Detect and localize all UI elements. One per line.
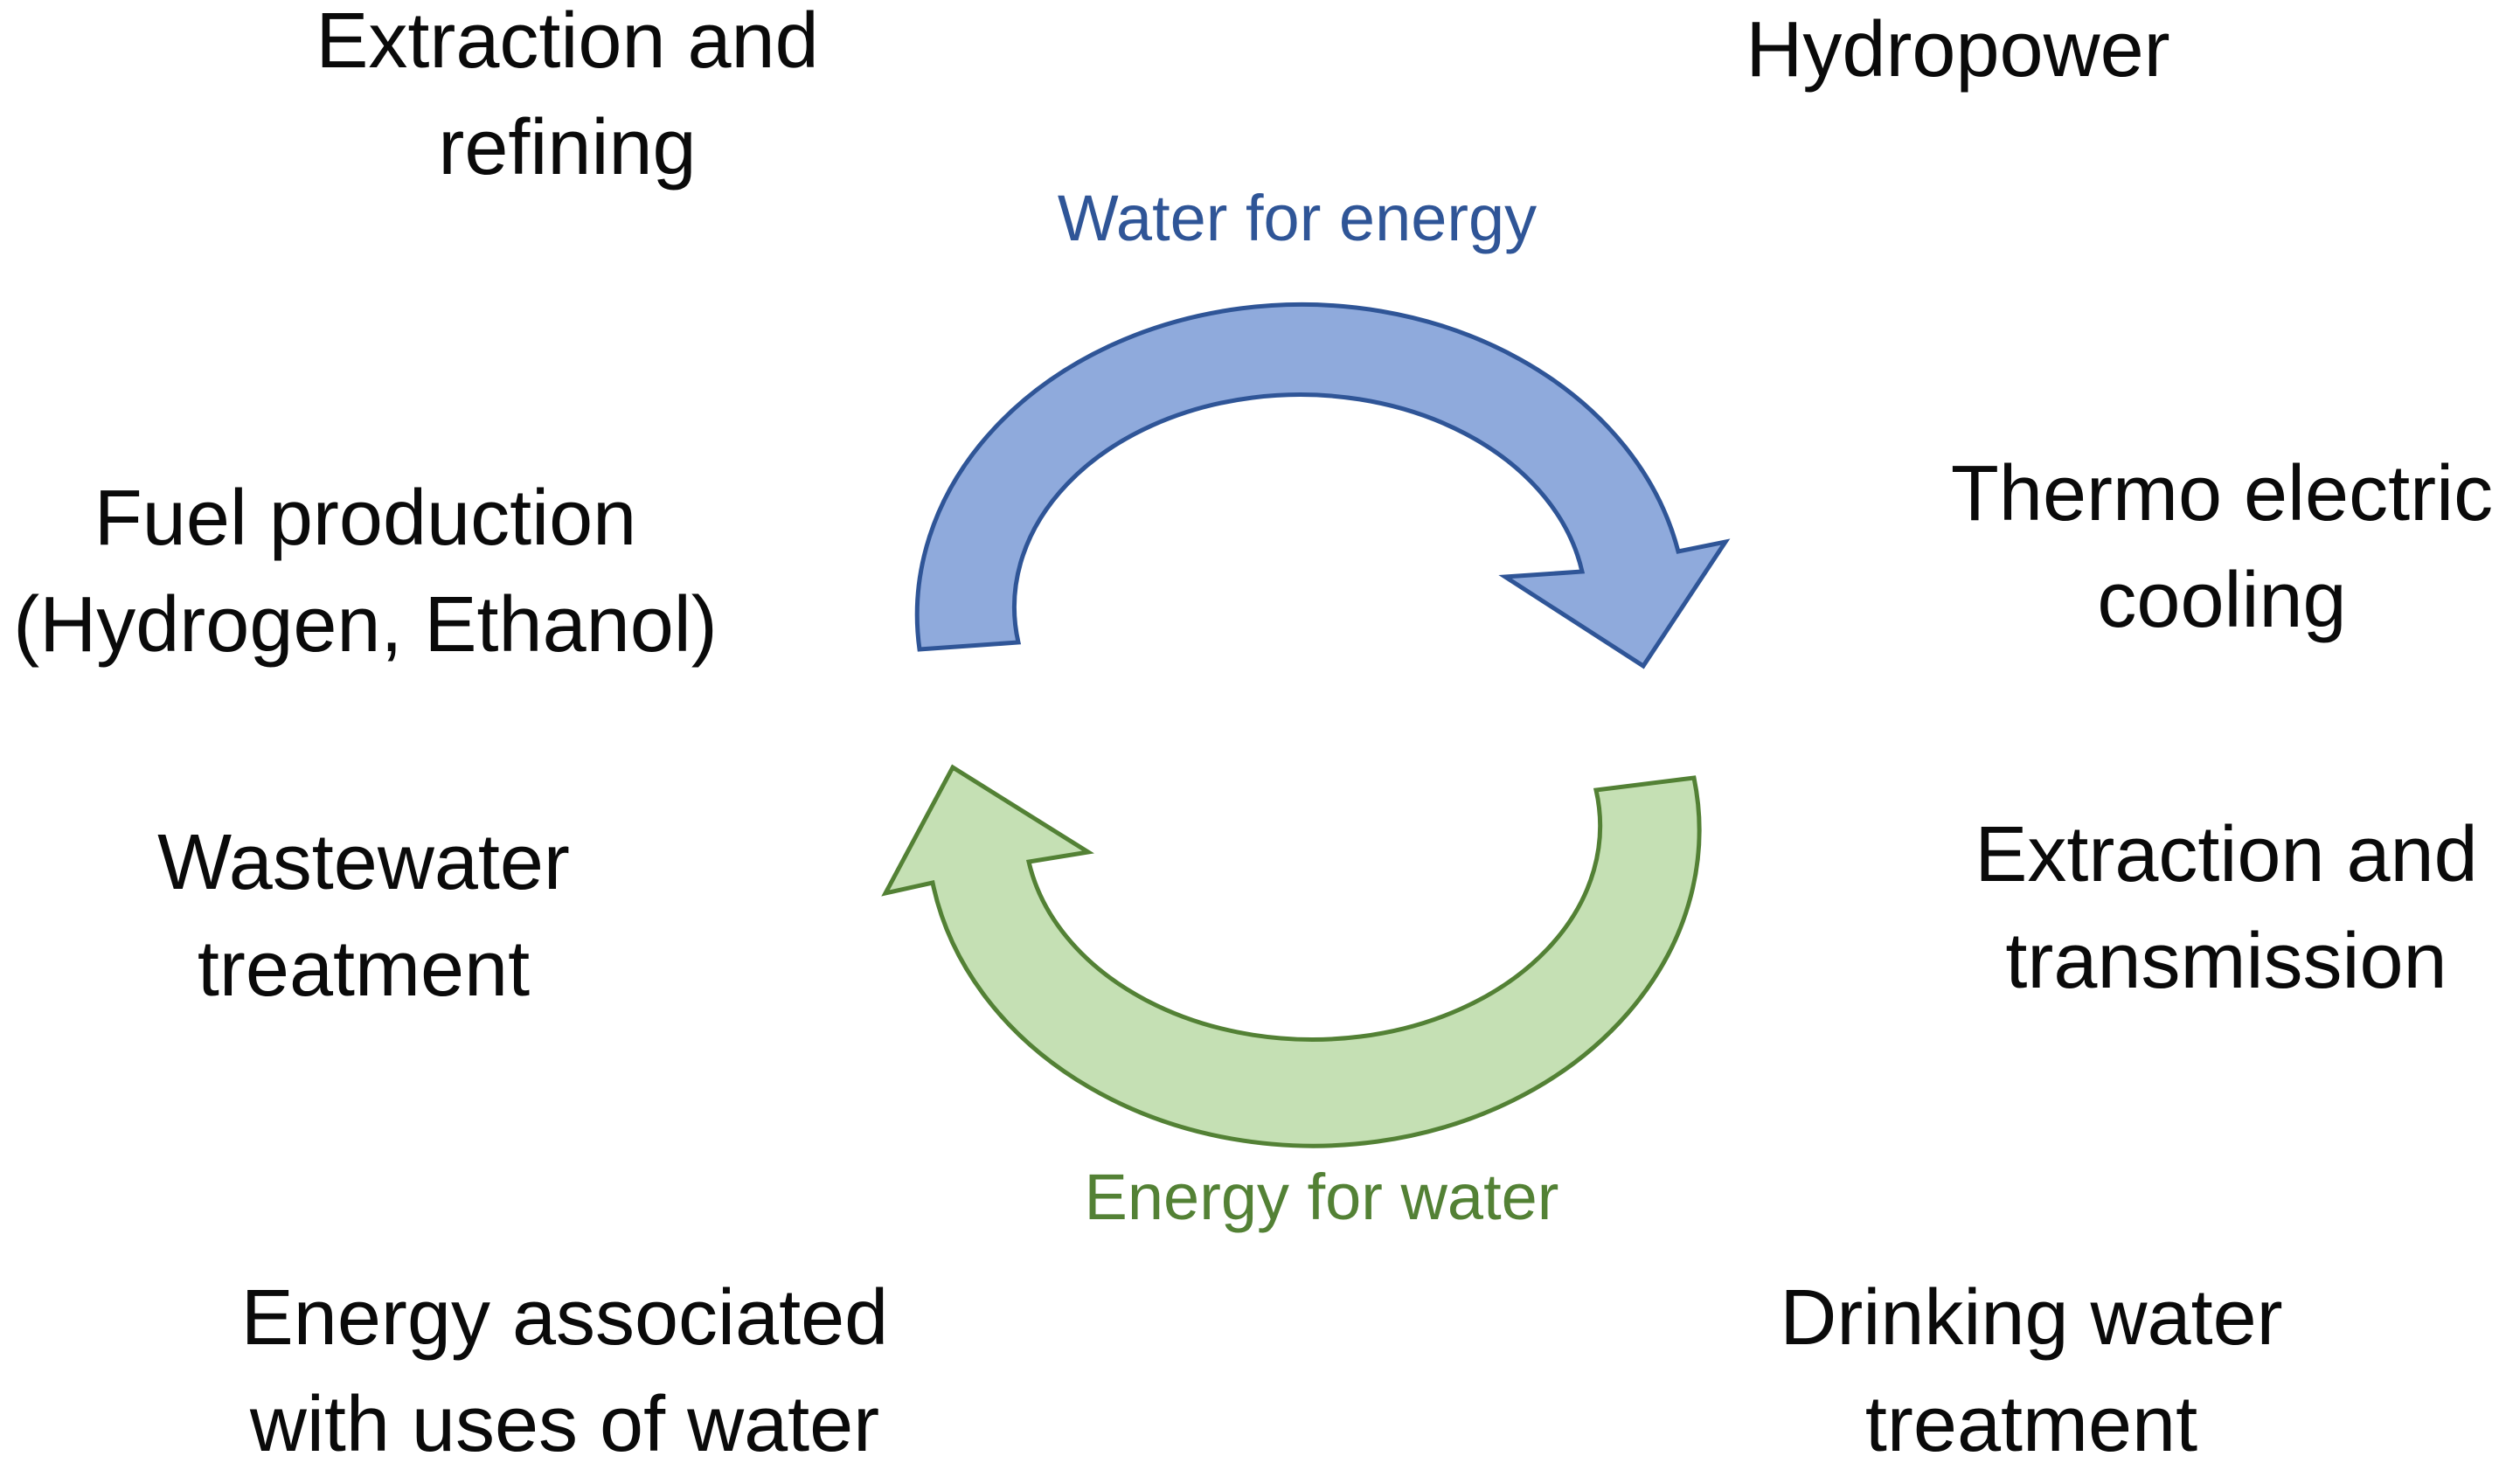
energy-for-water-arrow (881, 764, 1702, 1148)
caption-energy-for-water: Energy for water (1084, 1161, 1559, 1233)
label-wastewater-treatment: Wastewater treatment (157, 809, 570, 1023)
label-fuel-production: Fuel production (Hydrogen, Ethanol) (13, 465, 717, 678)
label-line: treatment (1864, 1381, 2198, 1468)
label-extraction-refining: Extraction and refining (316, 0, 818, 201)
label-line: Energy associated (240, 1274, 889, 1362)
label-line: Thermo electric (1950, 450, 2494, 537)
label-drinking-water-treatment: Drinking water treatment (1780, 1265, 2282, 1478)
label-line: Extraction and (316, 0, 819, 85)
label-extraction-transmission: Extraction and transmission (1975, 801, 2477, 1015)
label-line: Extraction and (1975, 811, 2478, 898)
label-line: with uses of water (249, 1381, 880, 1468)
label-line: (Hydrogen, Ethanol) (13, 581, 718, 669)
label-line: Hydropower (1746, 6, 2170, 94)
label-line: treatment (197, 926, 531, 1013)
label-line: cooling (2097, 557, 2347, 644)
label-energy-associated: Energy associated with uses of water (241, 1265, 888, 1478)
label-thermo-electric-cooling: Thermo electric cooling (1951, 440, 2493, 654)
label-line: Fuel production (94, 475, 637, 562)
water-for-energy-arrow (914, 302, 1731, 669)
label-line: Wastewater (157, 819, 570, 906)
label-line: transmission (2005, 918, 2447, 1005)
label-line: Drinking water (1780, 1274, 2283, 1362)
label-line: refining (438, 104, 697, 191)
label-hydropower: Hydropower (1746, 0, 2169, 103)
caption-water-for-energy: Water for energy (1057, 182, 1538, 254)
